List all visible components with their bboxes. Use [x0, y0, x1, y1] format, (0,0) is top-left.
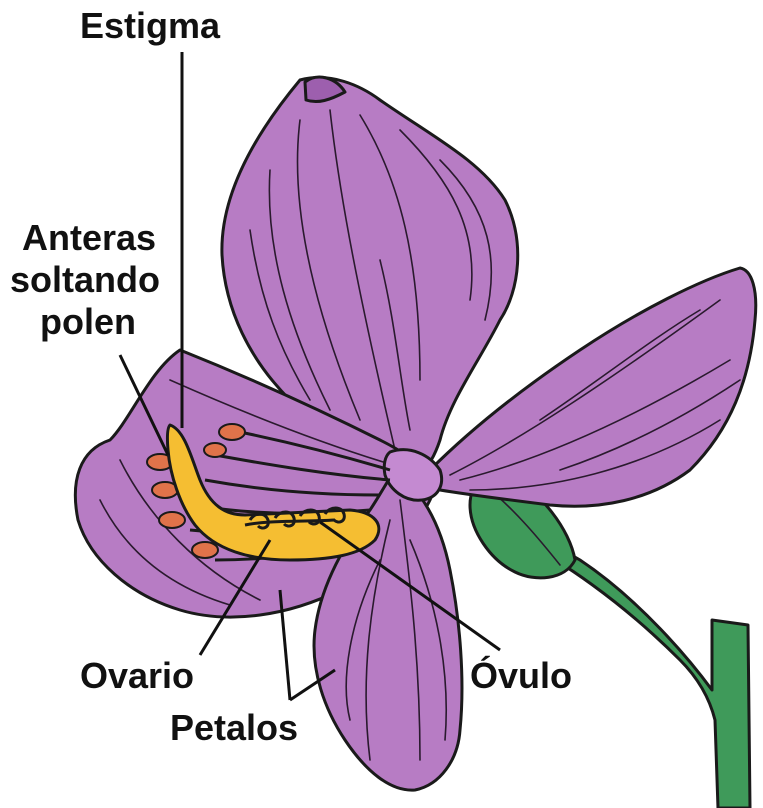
label-anteras-line1: Anteras [22, 217, 156, 258]
label-ovulo: Óvulo [470, 654, 572, 696]
label-anteras-line2: soltando [10, 259, 160, 300]
label-estigma: Estigma [80, 5, 221, 46]
label-petalos: Petalos [170, 707, 298, 748]
anther-6 [204, 443, 226, 457]
anther-5 [192, 542, 218, 558]
label-anteras-line3: polen [40, 301, 136, 342]
label-ovario: Ovario [80, 655, 194, 696]
anther-1 [219, 424, 245, 440]
anther-4 [159, 512, 185, 528]
stem [470, 475, 750, 808]
